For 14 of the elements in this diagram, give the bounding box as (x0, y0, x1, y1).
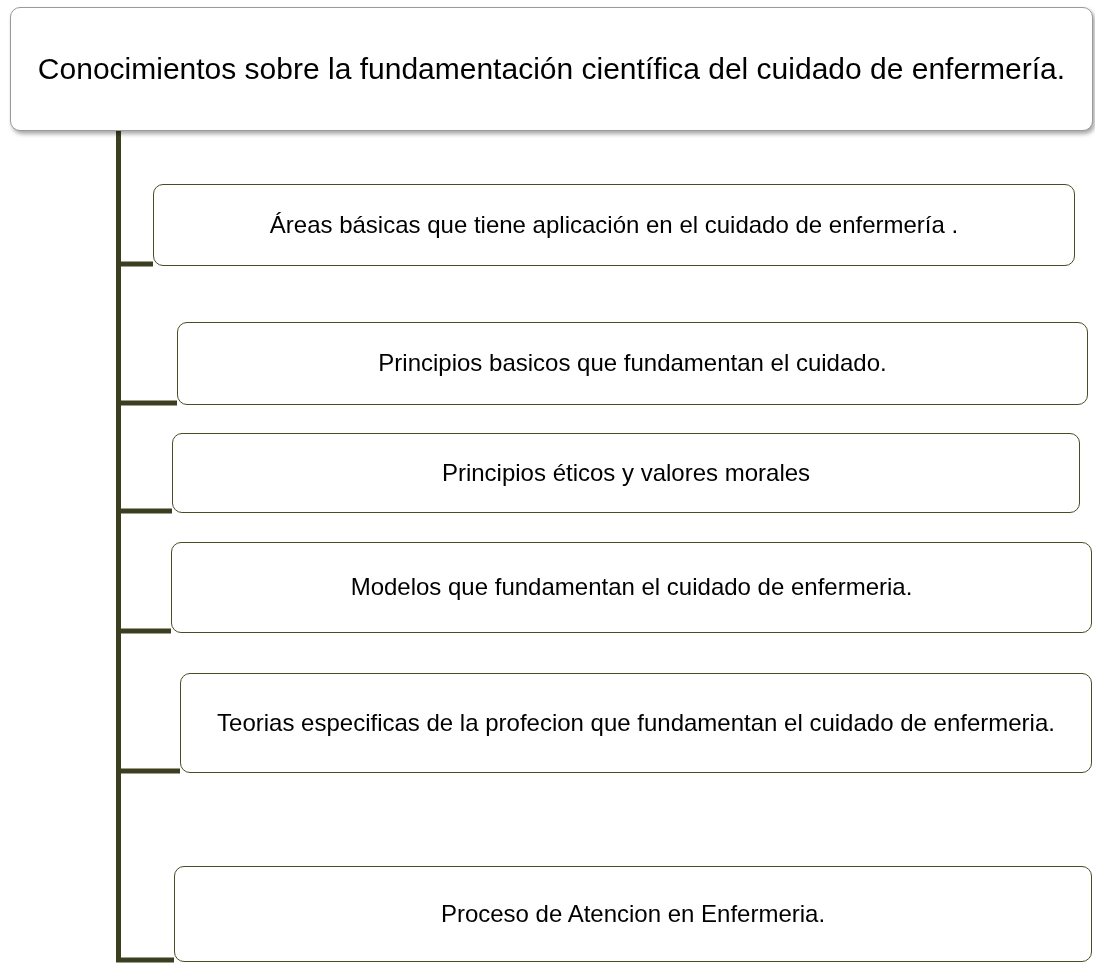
subtopic-label: Principios éticos y valores morales (441, 459, 811, 487)
subtopic-box (153, 184, 1075, 266)
subtopic-box (174, 866, 1092, 962)
subtopic-box (180, 673, 1092, 773)
subtopic-label: Principios basicos que fundamentan el cuidado. (378, 350, 887, 377)
subtopic-box (177, 322, 1088, 405)
subtopic-label: Modelos que fundamentan el cuidado de enfermeria. (350, 574, 913, 601)
subtopic-label: Áreas básicas que tiene aplicación en el cuidado de enfermería . (269, 211, 959, 239)
topic-box (10, 7, 1093, 131)
subtopic-box (171, 542, 1092, 633)
subtopic-label: Proceso de Atencion en Enfermeria. (440, 900, 826, 928)
topic-title: Conocimientos sobre la fundamentación científica del cuidado de enfermería. (37, 53, 1066, 85)
subtopic-label: Teorias especificas de la profecion que fundamentan el cuidado de enfermeria. (217, 709, 1055, 737)
subtopic-box (172, 433, 1080, 513)
